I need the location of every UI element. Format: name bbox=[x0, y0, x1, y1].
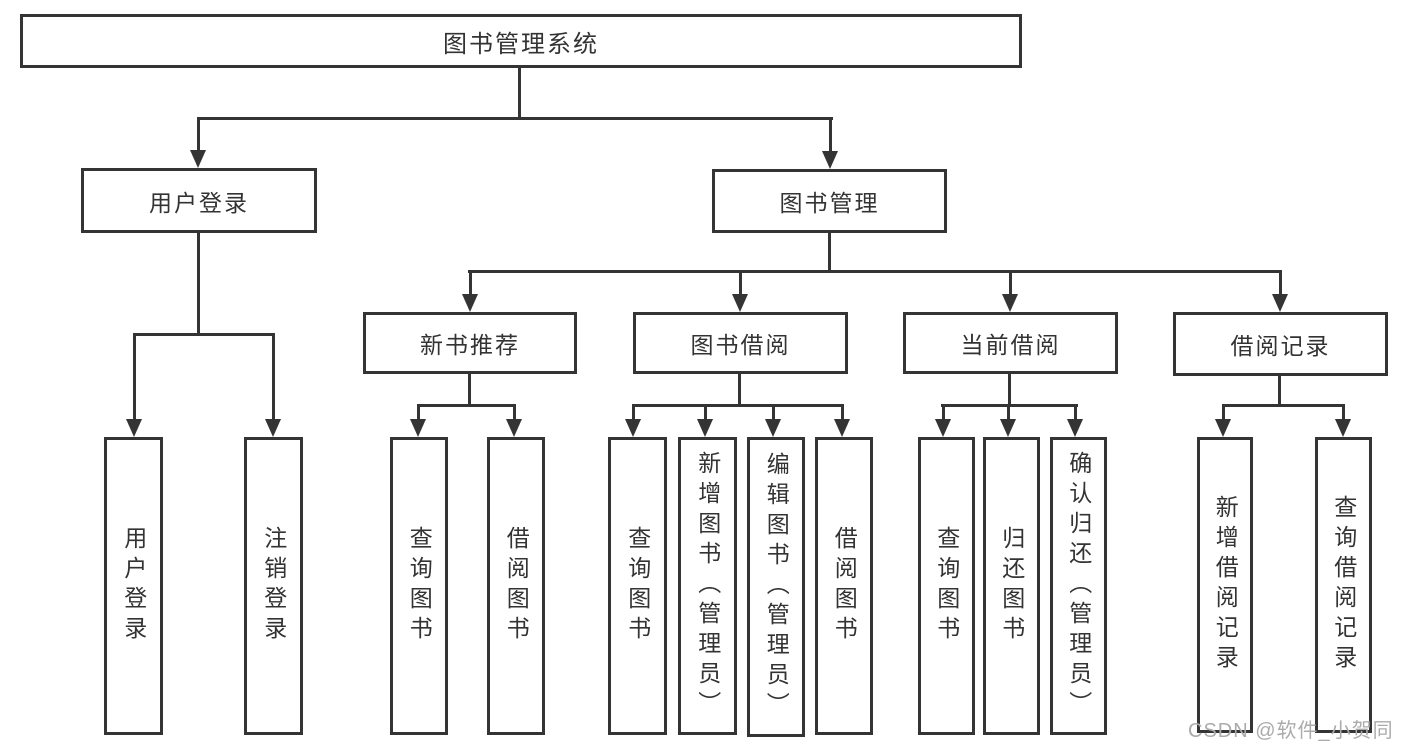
arrow-leaf-bbadd-head bbox=[697, 419, 713, 437]
arrow-manage-shaft bbox=[829, 117, 832, 153]
arrow-leaf-recquery-shaft bbox=[417, 404, 420, 421]
root-node: 图书管理系统 bbox=[20, 14, 1022, 68]
arrow-current-shaft bbox=[1009, 270, 1012, 296]
arrow-login-head bbox=[190, 150, 206, 168]
arrow-borrow-shaft bbox=[739, 270, 742, 296]
arrow-leaf-bbquery-head bbox=[625, 419, 641, 437]
arrow-leaf-cbconfirm-shaft bbox=[1074, 404, 1077, 421]
leaf-user-login-node: 用户登录 bbox=[104, 437, 163, 735]
leaf-current-confirm-label: 确认归还（管理员） bbox=[1065, 451, 1092, 721]
arrow-manage-head bbox=[822, 151, 838, 169]
connector-borrow-hline bbox=[632, 404, 844, 407]
leaf-current-confirm-node: 确认归还（管理员） bbox=[1050, 437, 1107, 735]
book-borrow-node: 图书借阅 bbox=[633, 312, 848, 374]
arrow-leaf-bbquery-shaft bbox=[632, 404, 635, 421]
arrow-leaf-recquery-head bbox=[410, 419, 426, 437]
arrow-recommend-head bbox=[462, 294, 478, 312]
connector-login-stem bbox=[197, 231, 200, 336]
leaf-recommend-borrow-node: 借阅图书 bbox=[487, 437, 545, 735]
connector-manage-stem bbox=[828, 231, 831, 273]
current-borrow-label: 当前借阅 bbox=[960, 332, 1061, 358]
arrow-leaf-cbreturn-shaft bbox=[1007, 404, 1010, 421]
leaf-borrow-add-node: 新增图书（管理员） bbox=[678, 437, 737, 735]
connector-borrow-stem bbox=[738, 372, 741, 407]
arrow-leaf-bbedit-head bbox=[765, 419, 781, 437]
book-borrow-label: 图书借阅 bbox=[690, 332, 791, 358]
leaf-recommend-query-label: 查询图书 bbox=[406, 526, 433, 646]
leaf-current-query-node: 查询图书 bbox=[918, 437, 975, 735]
arrow-leaf-brquery-head bbox=[1335, 419, 1351, 437]
arrow-leaf-loginuser-shaft bbox=[133, 333, 136, 421]
leaf-record-query-label: 查询借阅记录 bbox=[1330, 495, 1357, 675]
book-management-node: 图书管理 bbox=[712, 169, 947, 233]
connector-recommend-hline bbox=[417, 404, 516, 407]
leaf-current-query-label: 查询图书 bbox=[933, 526, 960, 646]
arrow-record-shaft bbox=[1279, 270, 1282, 296]
root-node-label: 图书管理系统 bbox=[443, 30, 599, 58]
leaf-borrow-borrow-node: 借阅图书 bbox=[815, 437, 873, 735]
leaf-borrow-borrow-label: 借阅图书 bbox=[831, 526, 858, 646]
arrow-leaf-recborrow-head bbox=[506, 419, 522, 437]
borrow-record-node: 借阅记录 bbox=[1173, 312, 1388, 376]
leaf-user-login-label: 用户登录 bbox=[120, 526, 147, 646]
connector-manage-hline bbox=[468, 270, 1282, 273]
arrow-leaf-brquery-shaft bbox=[1342, 404, 1345, 421]
arrow-current-head bbox=[1002, 294, 1018, 312]
arrow-record-head bbox=[1272, 294, 1288, 312]
connector-current-stem bbox=[1008, 372, 1011, 407]
arrow-leaf-bbborrow-shaft bbox=[841, 404, 844, 421]
connector-record-stem bbox=[1278, 374, 1281, 407]
arrow-leaf-cbconfirm-head bbox=[1067, 419, 1083, 437]
connector-root-hline bbox=[197, 117, 833, 120]
connector-login-hline bbox=[133, 333, 275, 336]
arrow-leaf-bbedit-shaft bbox=[772, 404, 775, 421]
arrow-leaf-logout-shaft bbox=[272, 333, 275, 421]
leaf-logout-node: 注销登录 bbox=[244, 437, 303, 735]
new-book-recommend-label: 新书推荐 bbox=[420, 332, 520, 358]
arrow-leaf-loginuser-head bbox=[126, 419, 142, 437]
leaf-borrow-edit-node: 编辑图书（管理员） bbox=[747, 437, 805, 737]
leaf-current-return-label: 归还图书 bbox=[998, 526, 1025, 646]
leaf-borrow-query-label: 查询图书 bbox=[624, 526, 651, 646]
leaf-recommend-query-node: 查询图书 bbox=[390, 437, 448, 735]
leaf-borrow-query-node: 查询图书 bbox=[608, 437, 667, 735]
connector-recommend-stem bbox=[468, 372, 471, 407]
leaf-current-return-node: 归还图书 bbox=[983, 437, 1040, 735]
leaf-record-query-node: 查询借阅记录 bbox=[1315, 437, 1372, 733]
arrow-leaf-bradd-shaft bbox=[1222, 404, 1225, 421]
current-borrow-node: 当前借阅 bbox=[903, 312, 1118, 374]
leaf-borrow-edit-label: 编辑图书（管理员） bbox=[763, 452, 790, 722]
arrow-leaf-bbadd-shaft bbox=[704, 404, 707, 421]
leaf-recommend-borrow-label: 借阅图书 bbox=[503, 526, 530, 646]
arrow-recommend-shaft bbox=[469, 270, 472, 296]
leaf-logout-label: 注销登录 bbox=[260, 526, 287, 646]
arrow-leaf-bradd-head bbox=[1215, 419, 1231, 437]
user-login-node: 用户登录 bbox=[81, 168, 317, 233]
user-login-node-label: 用户登录 bbox=[149, 189, 249, 216]
connector-root-stem bbox=[518, 68, 521, 120]
book-management-node-label: 图书管理 bbox=[779, 190, 880, 216]
arrow-borrow-head bbox=[732, 294, 748, 312]
arrow-leaf-cbquery-head bbox=[935, 419, 951, 437]
leaf-borrow-add-label: 新增图书（管理员） bbox=[694, 451, 721, 721]
connector-record-hline bbox=[1222, 404, 1345, 407]
arrow-leaf-cbreturn-head bbox=[1000, 419, 1016, 437]
arrow-leaf-logout-head bbox=[265, 419, 281, 437]
arrow-leaf-cbquery-shaft bbox=[942, 404, 945, 421]
leaf-record-add-node: 新增借阅记录 bbox=[1197, 437, 1253, 733]
arrow-login-shaft bbox=[197, 117, 200, 152]
leaf-record-add-label: 新增借阅记录 bbox=[1212, 495, 1239, 675]
arrow-leaf-bbborrow-head bbox=[834, 419, 850, 437]
borrow-record-label: 借阅记录 bbox=[1230, 333, 1331, 359]
new-book-recommend-node: 新书推荐 bbox=[363, 312, 577, 374]
arrow-leaf-recborrow-shaft bbox=[513, 404, 516, 421]
watermark: CSDN @软件_小贺同学 bbox=[1188, 720, 1394, 742]
